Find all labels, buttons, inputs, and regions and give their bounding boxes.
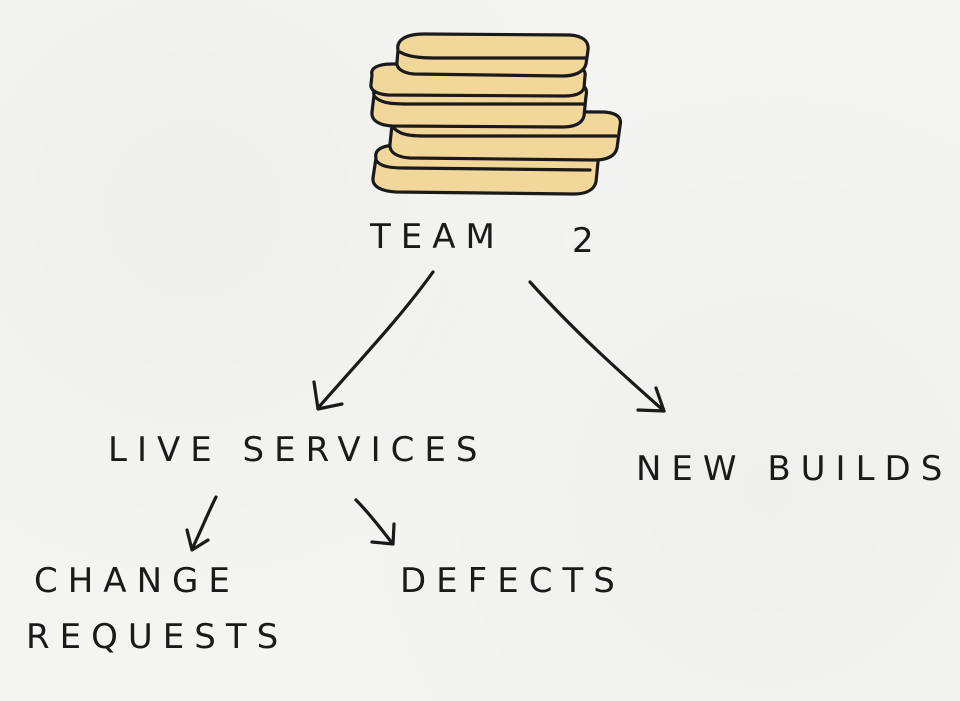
node-change-requests-line2: REQUESTS — [26, 617, 288, 657]
arrow-to-new-builds — [528, 280, 666, 413]
root-label: TEAM 2 — [369, 217, 604, 261]
coin-stack-icon — [369, 32, 623, 196]
coin-top — [395, 32, 590, 78]
arrow-to-defects — [354, 498, 396, 546]
root-label-word: TEAM — [369, 217, 505, 257]
node-change-requests-line1: CHANGE — [34, 561, 240, 601]
node-defects: DEFECTS — [400, 561, 625, 601]
node-live-services: LIVE SERVICES — [108, 430, 487, 470]
node-new-builds: NEW BUILDS — [636, 449, 952, 489]
arrow-to-change-requests — [185, 495, 218, 552]
arrow-to-live-services — [312, 270, 435, 411]
root-label-number: 2 — [572, 221, 604, 261]
